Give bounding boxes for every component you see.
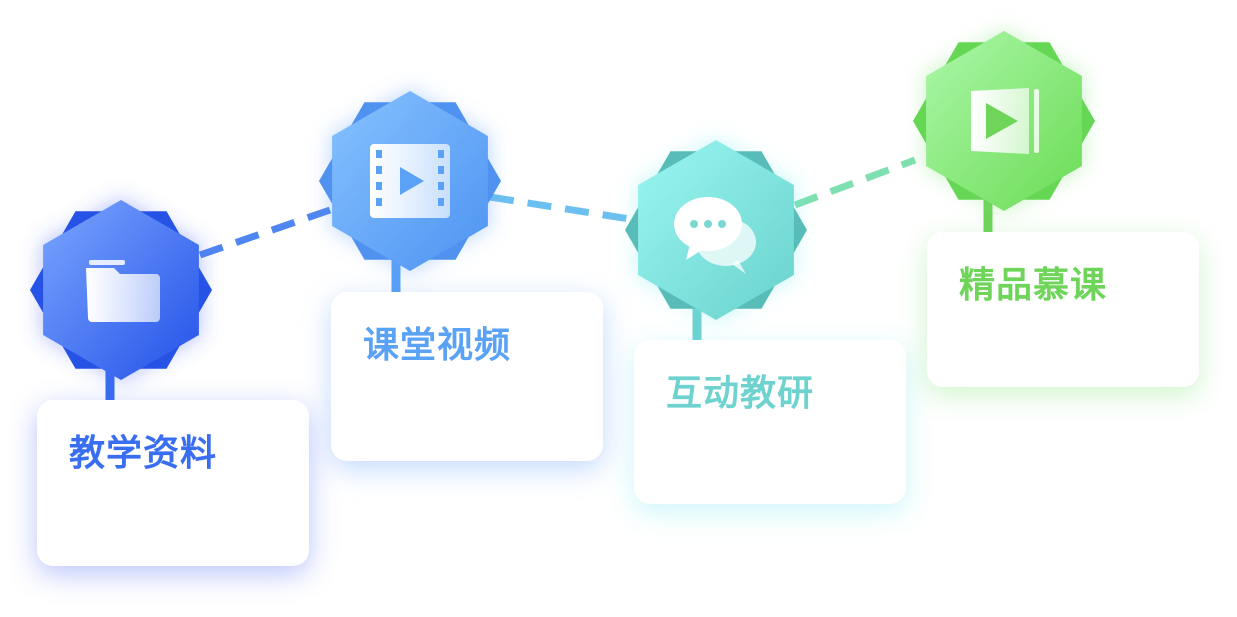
connector-line [793,156,917,209]
card-1[interactable]: 课堂视频 [331,292,603,461]
card-2[interactable]: 互动教研 [634,340,906,504]
connector-lines [198,156,917,259]
card-3[interactable]: 精品慕课 [927,232,1199,387]
film-play-icon [370,144,450,218]
folder-icon [86,260,160,322]
node-2 [625,138,807,342]
card-title: 课堂视频 [363,325,512,366]
card-title: 精品慕课 [959,265,1108,306]
card-0[interactable]: 教学资料 [37,400,309,566]
node-0 [30,198,212,402]
node-3 [913,29,1095,234]
connector-line [489,193,637,224]
card-title: 教学资料 [69,433,218,474]
card-title: 互动教研 [666,373,815,414]
video-course-icon [971,88,1039,154]
chat-bubbles-icon [674,197,756,274]
node-1 [319,89,501,294]
connector-line [198,206,332,259]
